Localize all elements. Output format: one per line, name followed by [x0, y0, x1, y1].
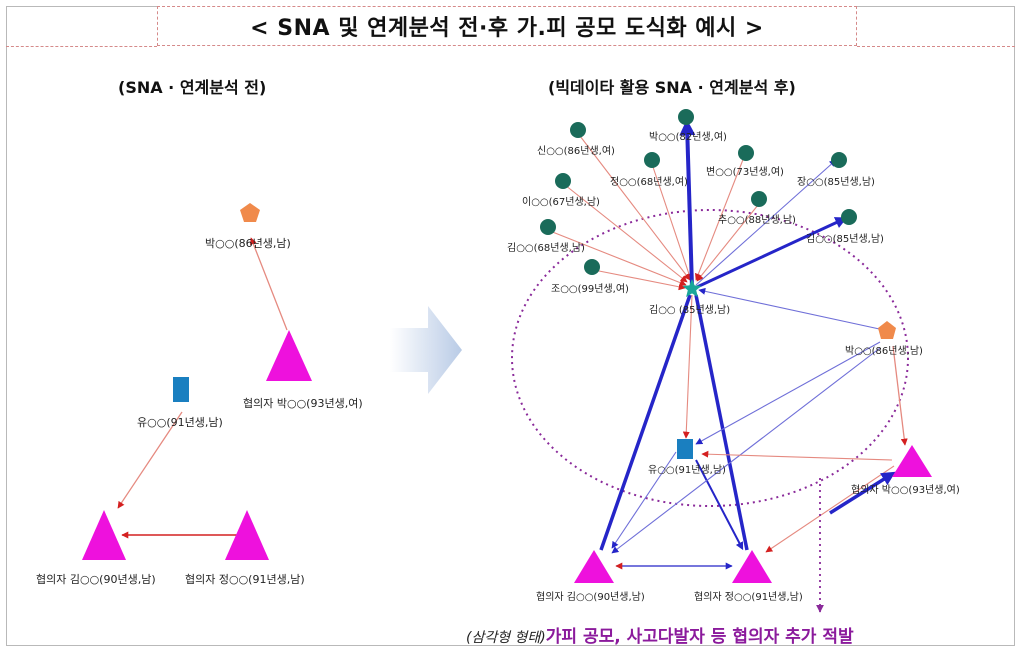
- label-yoo91: 유○○(91년생,남): [137, 416, 223, 429]
- edge-shin86-center: [579, 135, 691, 281]
- circle-node-choo: [751, 191, 767, 207]
- after-heading: (빅데이타 활용 SNA · 연계분석 후): [548, 78, 796, 97]
- footer-caption: (삼각형 형태)가피 공모, 사고다발자 등 협의자 추가 적발: [466, 622, 854, 647]
- title-rule-left: [6, 46, 157, 47]
- edge-center-jang85: [695, 159, 837, 286]
- square-node-yoo91: [677, 439, 693, 459]
- label-jang85: 장○○(85년생,남): [797, 176, 875, 188]
- circle-node-lee67: [555, 173, 571, 189]
- before-graph: 박○○(86년생,남) 협의자 박○○(93년생,여) 유○○(91년생,남) …: [36, 203, 363, 586]
- edge-choo-center: [696, 204, 759, 282]
- triangle-node-park93: [892, 445, 932, 477]
- edge-yoo91-jung91: [695, 459, 744, 551]
- title-box: < SNA 및 연계분석 전·후 가.피 공모 도식화 예시 >: [157, 6, 857, 46]
- circle-node-byun73: [738, 145, 754, 161]
- edge-park86-center: [698, 287, 885, 331]
- edge-jo99-center: [593, 269, 686, 291]
- title-rule-right: [857, 46, 1015, 47]
- label-kim85c: 김○○ (85년생,남): [649, 304, 730, 316]
- edge-to-park93: [829, 471, 896, 515]
- edge-park86-park93: [892, 345, 908, 446]
- edge-center-yoo91: [682, 294, 693, 439]
- label-park82: 박○○(82년생,여): [649, 131, 727, 143]
- triangle-node-jung91: [732, 550, 772, 583]
- circle-node-jang85: [831, 152, 847, 168]
- footer-italic: (삼각형 형태): [466, 630, 546, 646]
- edge-park93-jung91: [765, 465, 895, 553]
- label-kim85r: 김○○(85년생,남): [806, 233, 884, 245]
- label-kim68: 김○○(68년생,남): [507, 242, 585, 254]
- circle-node-jo99: [584, 259, 600, 275]
- pentagon-node-park86: [240, 203, 260, 222]
- edge-kim68-center: [549, 230, 687, 286]
- edge-park93-yoo91: [701, 450, 893, 461]
- label-byun73: 변○○(73년생,여): [706, 166, 784, 178]
- after-graph: 박○○(82년생,여) 신○○(86년생,여) 정○○(68년생,여) 변○○(…: [507, 109, 960, 613]
- edge-center-park82: [679, 119, 696, 288]
- label-kim90: 협의자 김○○(90년생,남): [536, 590, 645, 603]
- circle-node-kim85r: [841, 209, 857, 225]
- label-yoo91: 유○○(91년생,남): [648, 464, 726, 476]
- circle-node-kim68: [540, 219, 556, 235]
- label-choo: 추○○(88년생,남): [718, 214, 796, 226]
- label-jung68: 정○○(68년생,여): [610, 176, 688, 188]
- footer-main: 가피 공모, 사고다발자 등 협의자 추가 적발: [545, 627, 854, 647]
- triangle-node-kim90: [82, 510, 126, 560]
- star-node-kim85-center: [682, 279, 702, 298]
- triangle-node-park93: [266, 330, 312, 381]
- triangle-node-jung91: [225, 510, 269, 560]
- circle-node-shin86: [570, 122, 586, 138]
- cluster-ellipse: [511, 209, 909, 507]
- before-heading: (SNA · 연계분석 전): [118, 78, 267, 97]
- label-kim90: 협의자 김○○(90년생,남): [36, 573, 156, 586]
- circle-node-jung68: [644, 152, 660, 168]
- label-lee67: 이○○(67년생,남): [522, 196, 600, 208]
- label-park93: 협의자 박○○(93년생,여): [851, 483, 960, 496]
- edge-park86-kim90: [611, 347, 881, 554]
- edge-yoo91-kim90: [117, 411, 183, 509]
- edge-lee67-center: [564, 184, 688, 283]
- label-jung91: 협의자 정○○(91년생,남): [694, 590, 803, 603]
- label-jung91: 협의자 정○○(91년생,남): [185, 573, 305, 586]
- square-node-yoo91: [173, 377, 189, 402]
- label-shin86: 신○○(86년생,여): [537, 145, 615, 157]
- edge-jung68-center: [651, 163, 693, 281]
- edge-jung91-center: [694, 294, 749, 551]
- label-park86: 박○○(86년생,남): [845, 345, 923, 357]
- edge-park86-yoo91: [695, 341, 881, 445]
- edge-center-kim85r: [696, 217, 848, 289]
- edge-yoo91-kim90: [611, 451, 677, 549]
- circle-node-park82: [678, 109, 694, 125]
- edge-kim90-center: [599, 294, 692, 551]
- transition-arrow-icon: [390, 306, 462, 394]
- edge-park93-park86: [250, 237, 288, 331]
- edge-byun73-center: [695, 156, 745, 281]
- label-park86: 박○○(86년생,남): [205, 237, 291, 250]
- page-title: < SNA 및 연계분석 전·후 가.피 공모 도식화 예시 >: [250, 16, 764, 41]
- label-jo99: 조○○(99년생,여): [551, 283, 629, 295]
- label-park93: 협의자 박○○(93년생,여): [243, 397, 363, 410]
- triangle-node-kim90: [574, 550, 614, 583]
- pentagon-node-park86: [878, 321, 896, 339]
